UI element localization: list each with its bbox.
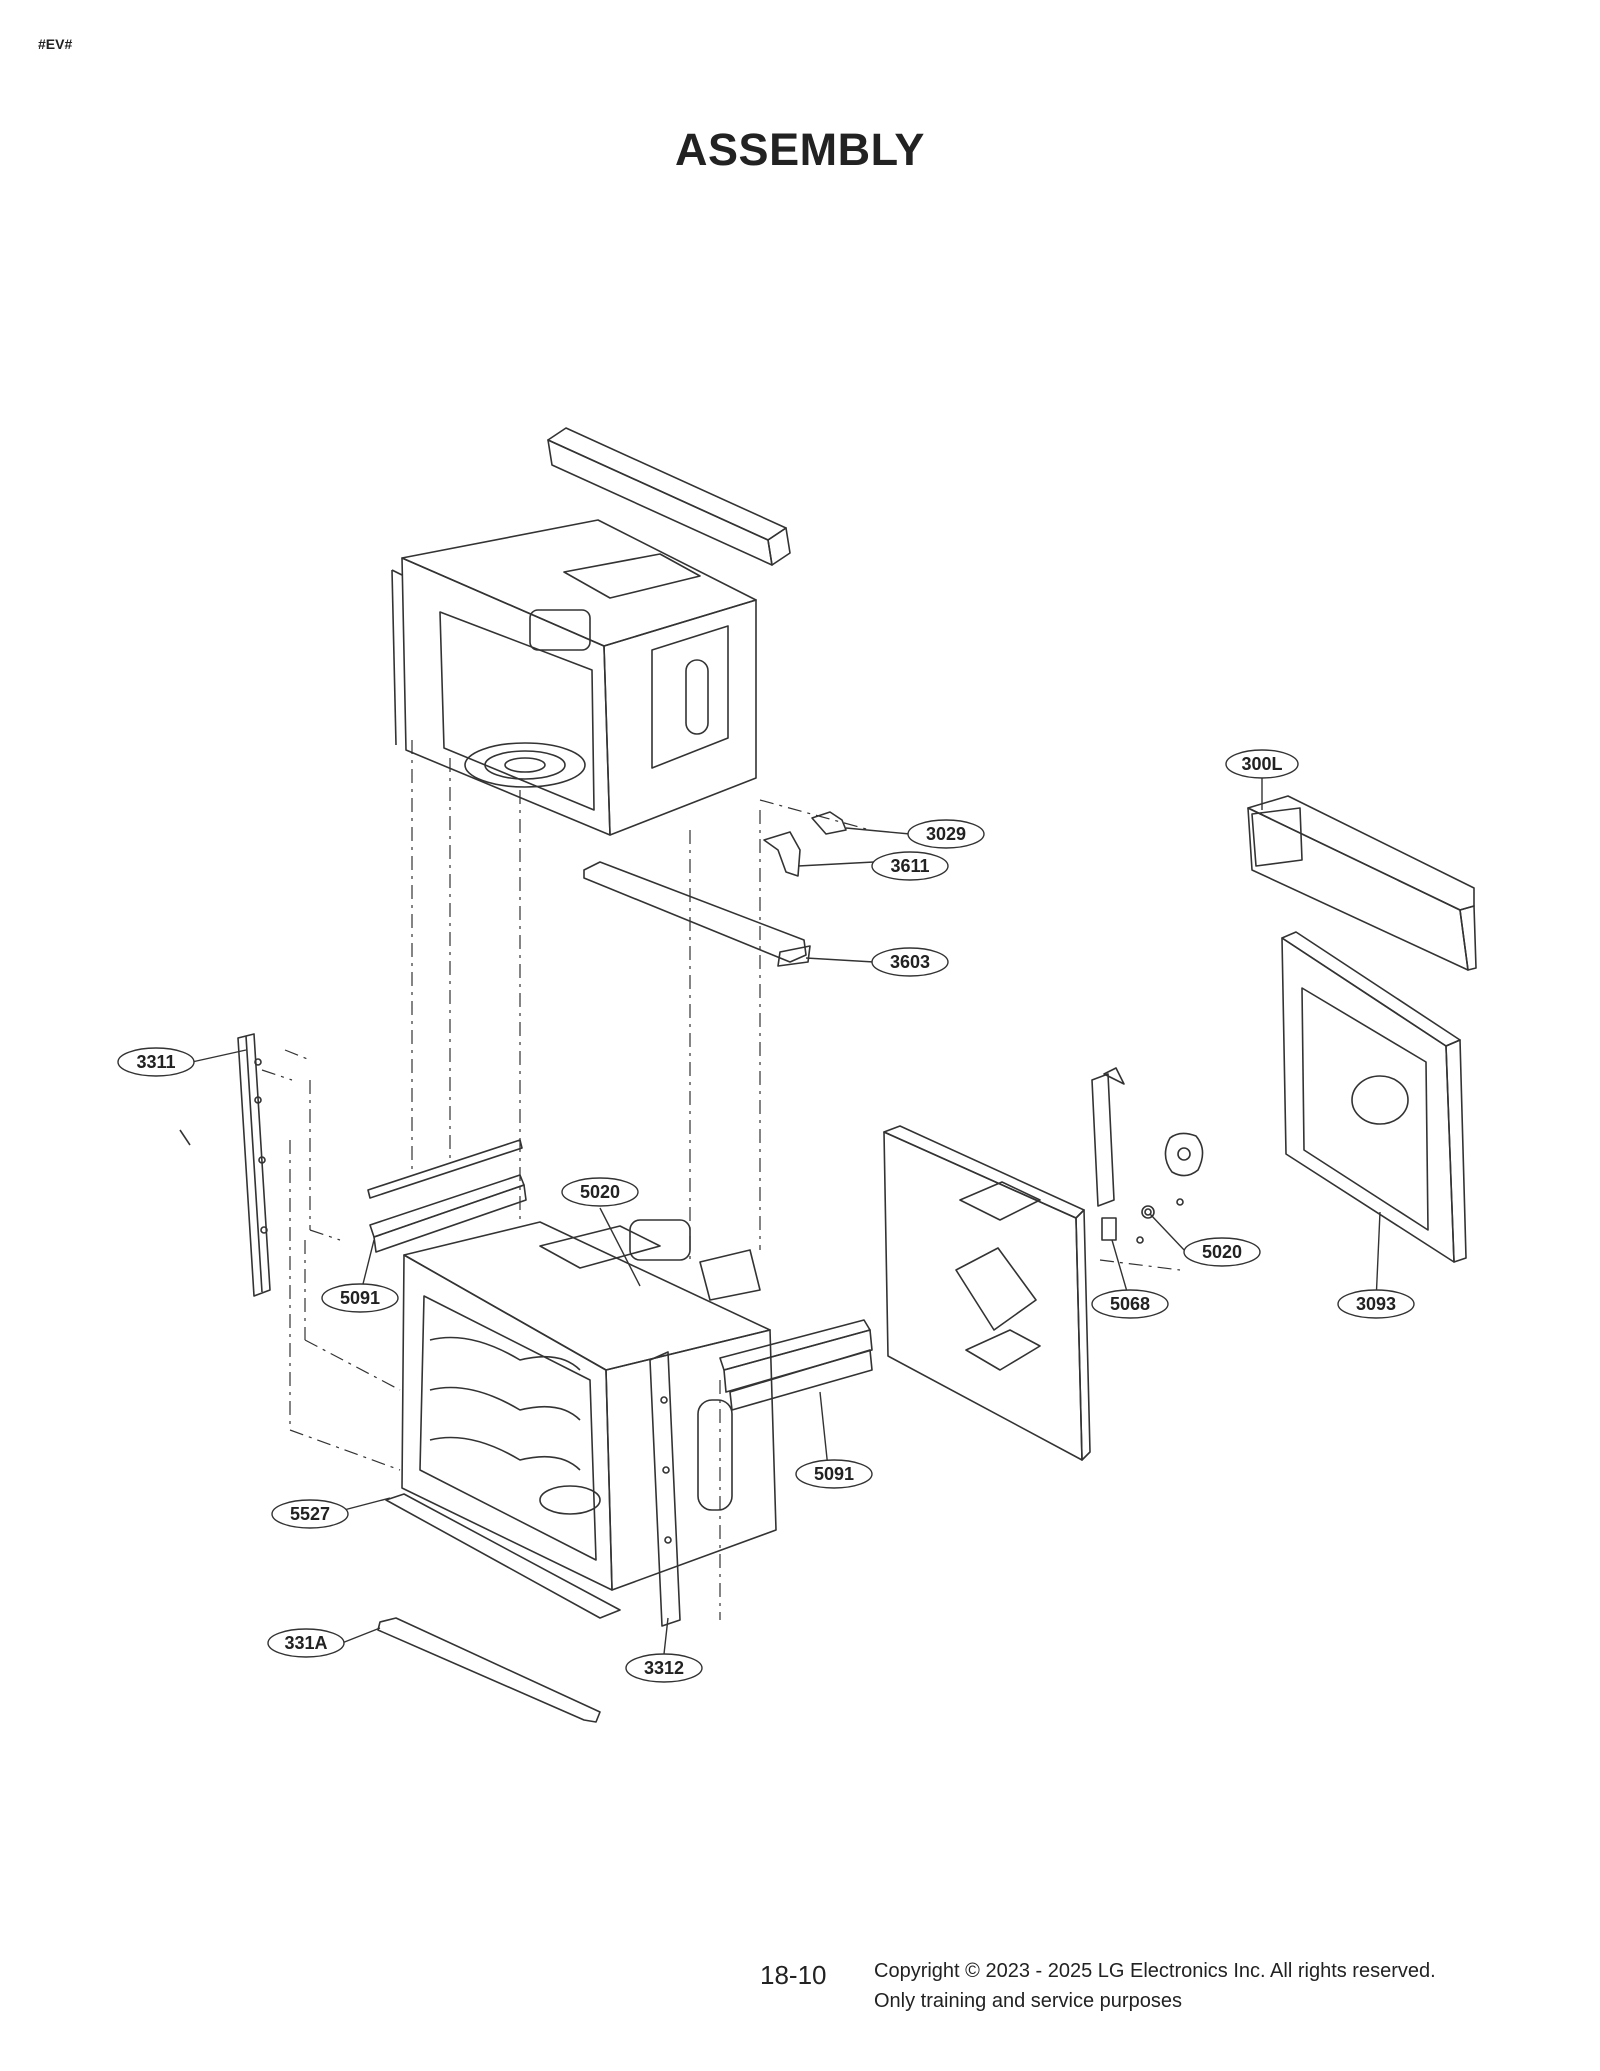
svg-text:5091: 5091 — [340, 1288, 380, 1308]
callout-5527: 5527 — [271, 1499, 349, 1529]
cover-300l-part — [1247, 795, 1477, 971]
page-number: 18-10 — [760, 1960, 827, 1990]
callout-3311: 3311 — [117, 1047, 195, 1077]
callout-5020-right: 5020 — [1183, 1237, 1261, 1267]
svg-text:3611: 3611 — [890, 856, 929, 876]
svg-text:3029: 3029 — [926, 824, 966, 844]
callout-3312: 3312 — [625, 1653, 703, 1683]
copyright-line: Copyright © 2023 - 2025 LG Electronics I… — [874, 1960, 1436, 1982]
thermostat-part — [1164, 1132, 1204, 1177]
svg-text:3603: 3603 — [890, 952, 930, 972]
svg-text:300L: 300L — [1241, 754, 1282, 774]
svg-text:3093: 3093 — [1356, 1294, 1396, 1314]
callout-5091-left: 5091 — [321, 1283, 399, 1313]
copyright-notice: Copyright © 2023 - 2025 LG Electronics I… — [874, 1956, 1436, 2016]
svg-text:5091: 5091 — [814, 1464, 854, 1484]
document-tag: #EV# — [38, 36, 73, 52]
svg-text:3312: 3312 — [644, 1658, 684, 1678]
callout-331a: 331A — [267, 1628, 345, 1658]
svg-text:5527: 5527 — [290, 1504, 330, 1524]
bar-3603-part — [583, 861, 811, 967]
side-bracket-3311-part — [179, 1033, 271, 1297]
front-frame-5527-part — [385, 1493, 621, 1619]
thermostat-bracket-part — [1091, 1067, 1184, 1244]
bracket-3029-part — [811, 811, 847, 835]
callout-3029: 3029 — [907, 819, 985, 849]
upper-cavity-part — [391, 519, 757, 836]
strip-331a-part — [377, 1617, 601, 1723]
svg-text:5020: 5020 — [1202, 1242, 1242, 1262]
callout-300l: 300L — [1225, 749, 1299, 779]
rail-5091-right-part — [719, 1319, 873, 1411]
side-trim-3312-part — [649, 1351, 681, 1627]
rail-5091-left-part — [367, 1139, 527, 1253]
page-title: ASSEMBLY — [675, 124, 925, 175]
side-panel-3093-part — [1281, 931, 1467, 1263]
callout-3093: 3093 — [1337, 1289, 1415, 1319]
top-cover-part — [547, 427, 791, 566]
svg-text:3311: 3311 — [136, 1052, 175, 1072]
bracket-3611-part — [763, 831, 801, 877]
callout-5020-center: 5020 — [561, 1177, 639, 1207]
callout-5091-right: 5091 — [795, 1459, 873, 1489]
callout-5068: 5068 — [1091, 1289, 1169, 1319]
callout-3603: 3603 — [871, 947, 949, 977]
callout-3611: 3611 — [871, 851, 949, 881]
usage-note: Only training and service purposes — [874, 1990, 1182, 2012]
back-panel-part — [883, 1125, 1091, 1461]
svg-text:5020: 5020 — [580, 1182, 620, 1202]
svg-text:331A: 331A — [284, 1633, 327, 1653]
svg-text:5068: 5068 — [1110, 1294, 1150, 1314]
lower-cavity-part — [401, 1219, 777, 1591]
